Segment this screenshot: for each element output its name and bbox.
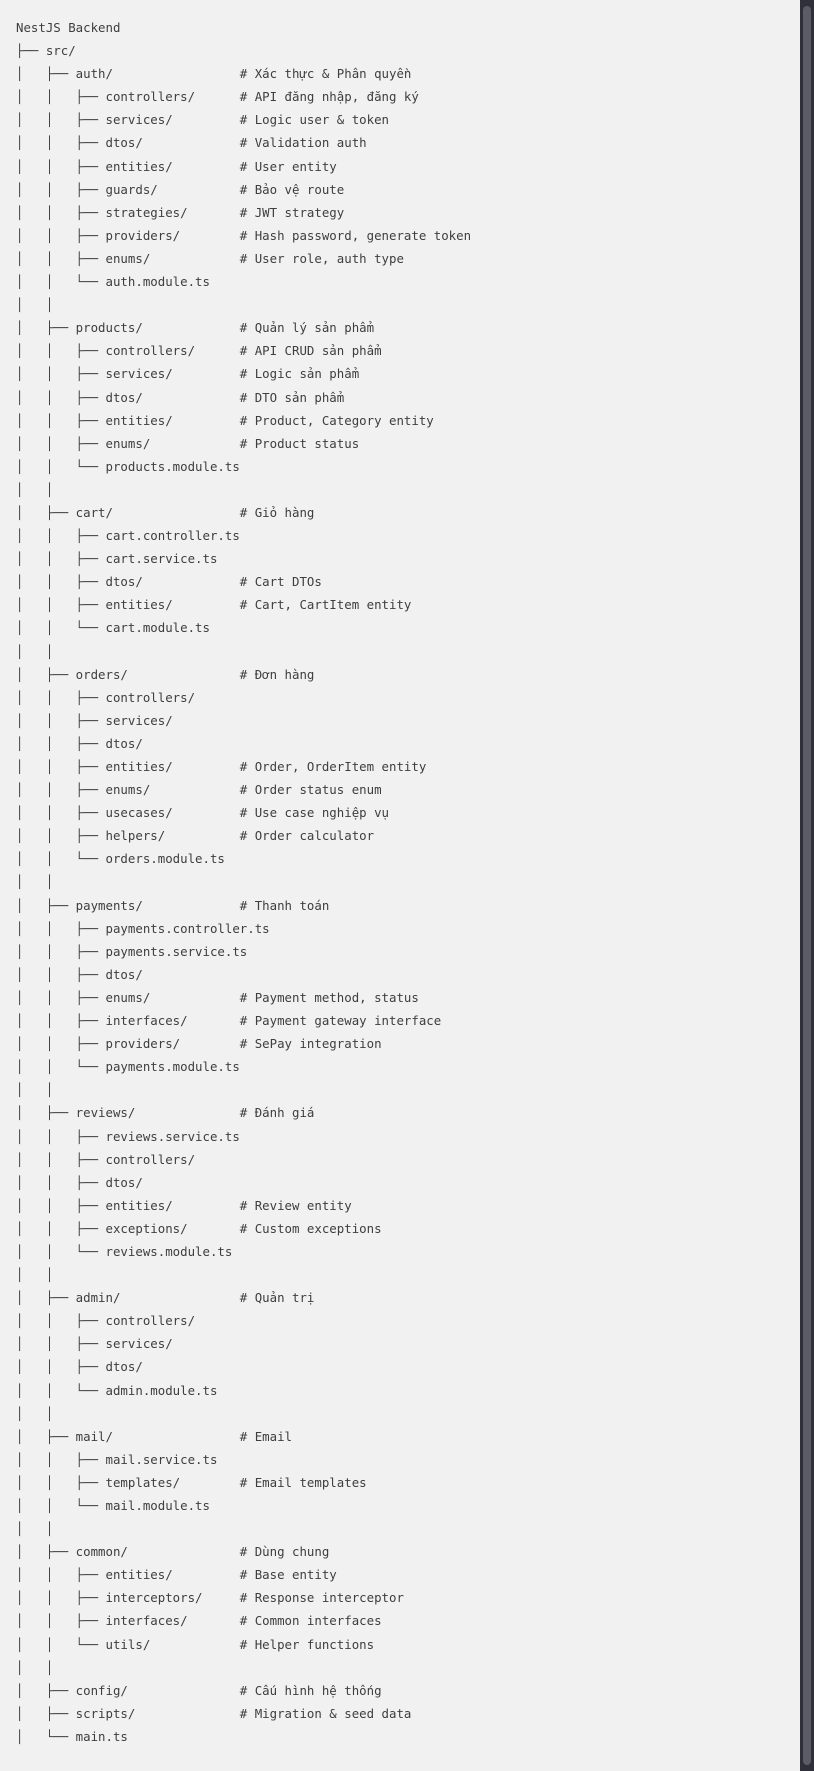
code-line: │ │ ├── templates/ # Email templates xyxy=(16,1474,367,1490)
code-line: │ │ ├── entities/ # Review entity xyxy=(16,1197,352,1213)
code-line: │ │ ├── dtos/ xyxy=(16,1359,143,1375)
code-line: │ │ xyxy=(16,643,54,659)
code-line: │ │ └── reviews.module.ts xyxy=(16,1243,233,1259)
code-line: │ │ ├── entities/ # Product, Category en… xyxy=(16,412,434,428)
code-line: │ │ ├── entities/ # User entity xyxy=(16,158,337,174)
code-line: │ │ ├── controllers/ xyxy=(16,1313,196,1329)
code-line: │ │ ├── providers/ # Hash password, gene… xyxy=(16,227,472,243)
code-line: │ │ ├── dtos/ # Validation auth xyxy=(16,135,367,151)
code-line: │ │ ├── controllers/ # API CRUD sản phẩm xyxy=(16,343,382,359)
code-line: │ ├── mail/ # Email xyxy=(16,1428,293,1444)
code-line: │ │ ├── entities/ # Order, OrderItem ent… xyxy=(16,759,427,774)
code-line: │ │ └── mail.module.ts xyxy=(16,1498,210,1513)
scrollbar-thumb[interactable] xyxy=(803,6,811,1765)
code-line: │ ├── admin/ # Quản trị xyxy=(16,1290,315,1306)
vertical-scrollbar[interactable] xyxy=(800,0,814,1771)
code-line: │ │ ├── dtos/ # DTO sản phẩm xyxy=(16,389,345,405)
code-line: │ │ ├── strategies/ # JWT strategy xyxy=(16,204,345,220)
code-line: │ │ ├── dtos/ xyxy=(16,966,143,982)
code-line: │ │ ├── entities/ # Base entity xyxy=(16,1567,337,1583)
code-line: │ │ ├── interfaces/ # Common interfaces xyxy=(16,1613,382,1629)
code-line: │ │ ├── services/ # Logic sản phẩm xyxy=(16,366,360,382)
code-line: ├── src/ xyxy=(16,43,76,59)
code-line: │ │ ├── payments.controller.ts xyxy=(16,920,270,936)
code-line: │ │ ├── controllers/ xyxy=(16,689,196,705)
code-line: │ │ └── admin.module.ts xyxy=(16,1382,218,1398)
folder-tree-text: NestJS Backend ├── src/ │ ├── auth/ # Xác … xyxy=(16,16,471,1748)
code-line: │ │ xyxy=(16,874,54,890)
code-line: │ ├── config/ # Cấu hình hệ thống xyxy=(16,1682,382,1698)
code-line: │ └── main.ts xyxy=(16,1728,128,1744)
code-line: │ │ ├── dtos/ xyxy=(16,735,143,751)
code-line: │ │ ├── controllers/ xyxy=(16,1151,196,1167)
code-line: │ │ ├── reviews.service.ts xyxy=(16,1128,240,1144)
code-line: │ │ ├── dtos/ xyxy=(16,1174,143,1190)
code-line: │ ├── reviews/ # Đánh giá xyxy=(16,1105,315,1121)
code-line: │ │ ├── enums/ # Product status xyxy=(16,435,360,451)
code-line: │ │ ├── helpers/ # Order calculator xyxy=(16,828,375,844)
code-line: │ │ └── auth.module.ts xyxy=(16,274,210,290)
code-line: │ │ xyxy=(16,1267,54,1283)
code-line: │ │ ├── controllers/ # API đăng nhập, đă… xyxy=(16,89,419,105)
code-line: │ ├── payments/ # Thanh toán xyxy=(16,897,330,913)
code-line: │ ├── common/ # Dùng chung xyxy=(16,1544,330,1560)
code-line: │ │ ├── enums/ # Order status enum xyxy=(16,782,382,798)
code-line: │ │ ├── services/ xyxy=(16,712,173,728)
code-line: │ │ ├── enums/ # User role, auth type xyxy=(16,250,404,266)
code-line: │ │ └── orders.module.ts xyxy=(16,851,225,867)
code-line: │ │ xyxy=(16,1082,54,1098)
code-line: │ │ └── products.module.ts xyxy=(16,458,240,474)
code-line: │ │ ├── dtos/ # Cart DTOs xyxy=(16,574,322,590)
code-line: │ │ ├── guards/ # Bảo vệ route xyxy=(16,181,345,197)
code-line: │ │ xyxy=(16,1659,54,1675)
code-line: │ │ xyxy=(16,1405,54,1421)
code-line: │ │ └── utils/ # Helper functions xyxy=(16,1636,375,1652)
code-line: │ │ ├── cart.service.ts xyxy=(16,551,218,567)
code-line: │ │ ├── providers/ # SePay integration xyxy=(16,1036,382,1052)
code-line: │ ├── orders/ # Đơn hàng xyxy=(16,666,315,682)
code-line: │ │ xyxy=(16,1521,54,1537)
code-line: │ │ xyxy=(16,297,54,313)
code-line: │ │ ├── cart.controller.ts xyxy=(16,528,240,544)
code-line: │ ├── auth/ # Xác thực & Phân quyền xyxy=(16,66,412,82)
code-line: │ ├── cart/ # Giỏ hàng xyxy=(16,504,315,520)
code-line: │ │ ├── mail.service.ts xyxy=(16,1451,218,1467)
code-line: │ │ ├── services/ # Logic user & token xyxy=(16,112,389,128)
code-line: │ ├── scripts/ # Migration & seed data xyxy=(16,1705,412,1721)
code-line: │ │ └── cart.module.ts xyxy=(16,620,210,636)
code-line: │ │ ├── exceptions/ # Custom exceptions xyxy=(16,1220,382,1236)
code-line: │ │ ├── entities/ # Cart, CartItem entit… xyxy=(16,597,412,613)
code-line: │ │ ├── payments.service.ts xyxy=(16,943,248,959)
code-line: NestJS Backend xyxy=(16,20,121,35)
code-line: │ │ xyxy=(16,481,54,497)
code-line: │ │ ├── interceptors/ # Response interce… xyxy=(16,1590,404,1606)
code-line: │ │ ├── usecases/ # Use case nghiệp vụ xyxy=(16,805,389,821)
code-line: │ │ └── payments.module.ts xyxy=(16,1059,240,1075)
code-line: │ │ ├── enums/ # Payment method, status xyxy=(16,989,419,1005)
code-line: │ │ ├── services/ xyxy=(16,1336,173,1352)
code-line: │ ├── products/ # Quản lý sản phẩm xyxy=(16,320,375,336)
code-line: │ │ ├── interfaces/ # Payment gateway in… xyxy=(16,1013,442,1029)
